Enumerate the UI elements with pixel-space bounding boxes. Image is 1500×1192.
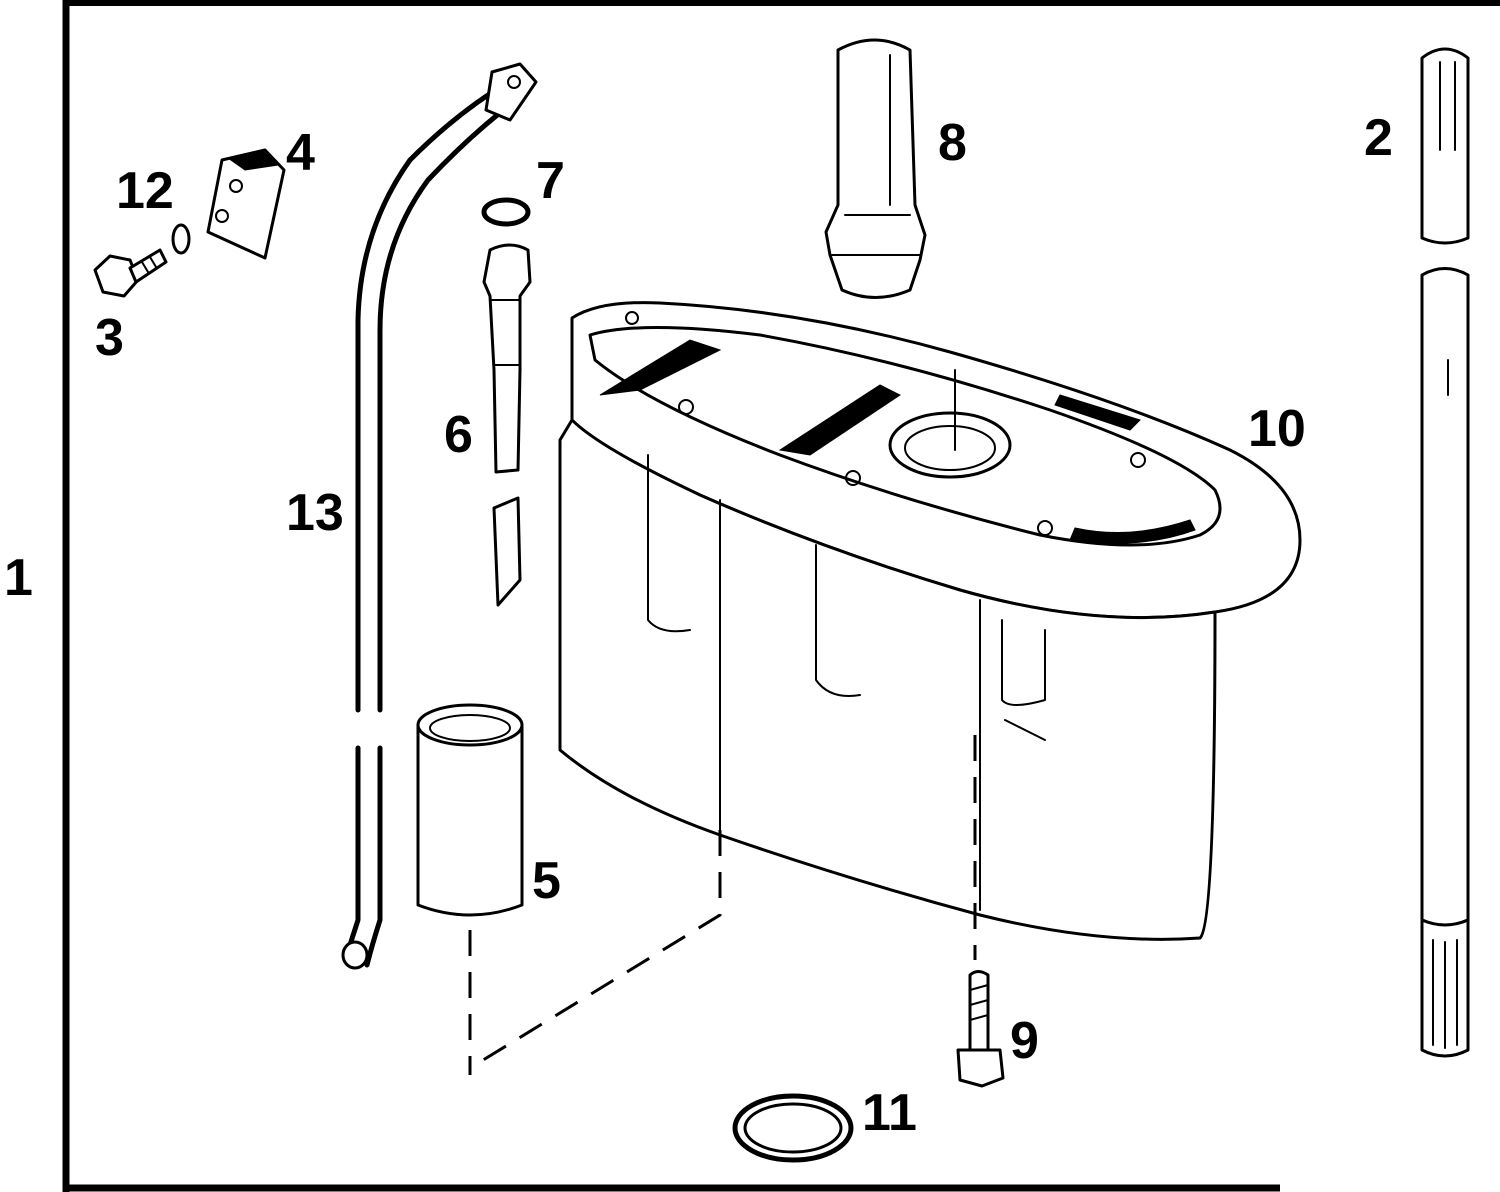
callout-2: 2 [1364, 109, 1393, 167]
callout-13: 13 [286, 484, 344, 542]
callout-4: 4 [286, 124, 315, 182]
callout-9: 9 [1010, 1012, 1039, 1070]
o-ring-part-11 [732, 1093, 854, 1163]
water-tube-part-13 [341, 62, 538, 970]
drive-shaft-part-2 [1420, 47, 1470, 1058]
housing-part-10 [558, 301, 1302, 941]
assembly-lines [468, 735, 977, 1075]
callout-10: 10 [1248, 400, 1306, 458]
callout-3: 3 [95, 309, 124, 367]
grommet-part-6 [482, 243, 532, 607]
callout-12: 12 [116, 162, 174, 220]
callout-5: 5 [532, 852, 561, 910]
diagram-frame [62, 0, 1500, 1192]
bolt-part-9 [956, 970, 1005, 1088]
callout-8: 8 [938, 114, 967, 172]
clip-part-4 [206, 148, 286, 260]
screw-part-3 [93, 248, 168, 298]
callout-7: 7 [536, 152, 565, 210]
callout-6: 6 [444, 406, 473, 464]
o-ring-part-7 [481, 197, 531, 227]
cap-part-8 [824, 38, 927, 299]
washer-part-12 [171, 223, 191, 255]
sleeve-part-5 [416, 703, 524, 917]
callout-11: 11 [862, 1084, 917, 1142]
callout-1: 1 [4, 549, 33, 607]
